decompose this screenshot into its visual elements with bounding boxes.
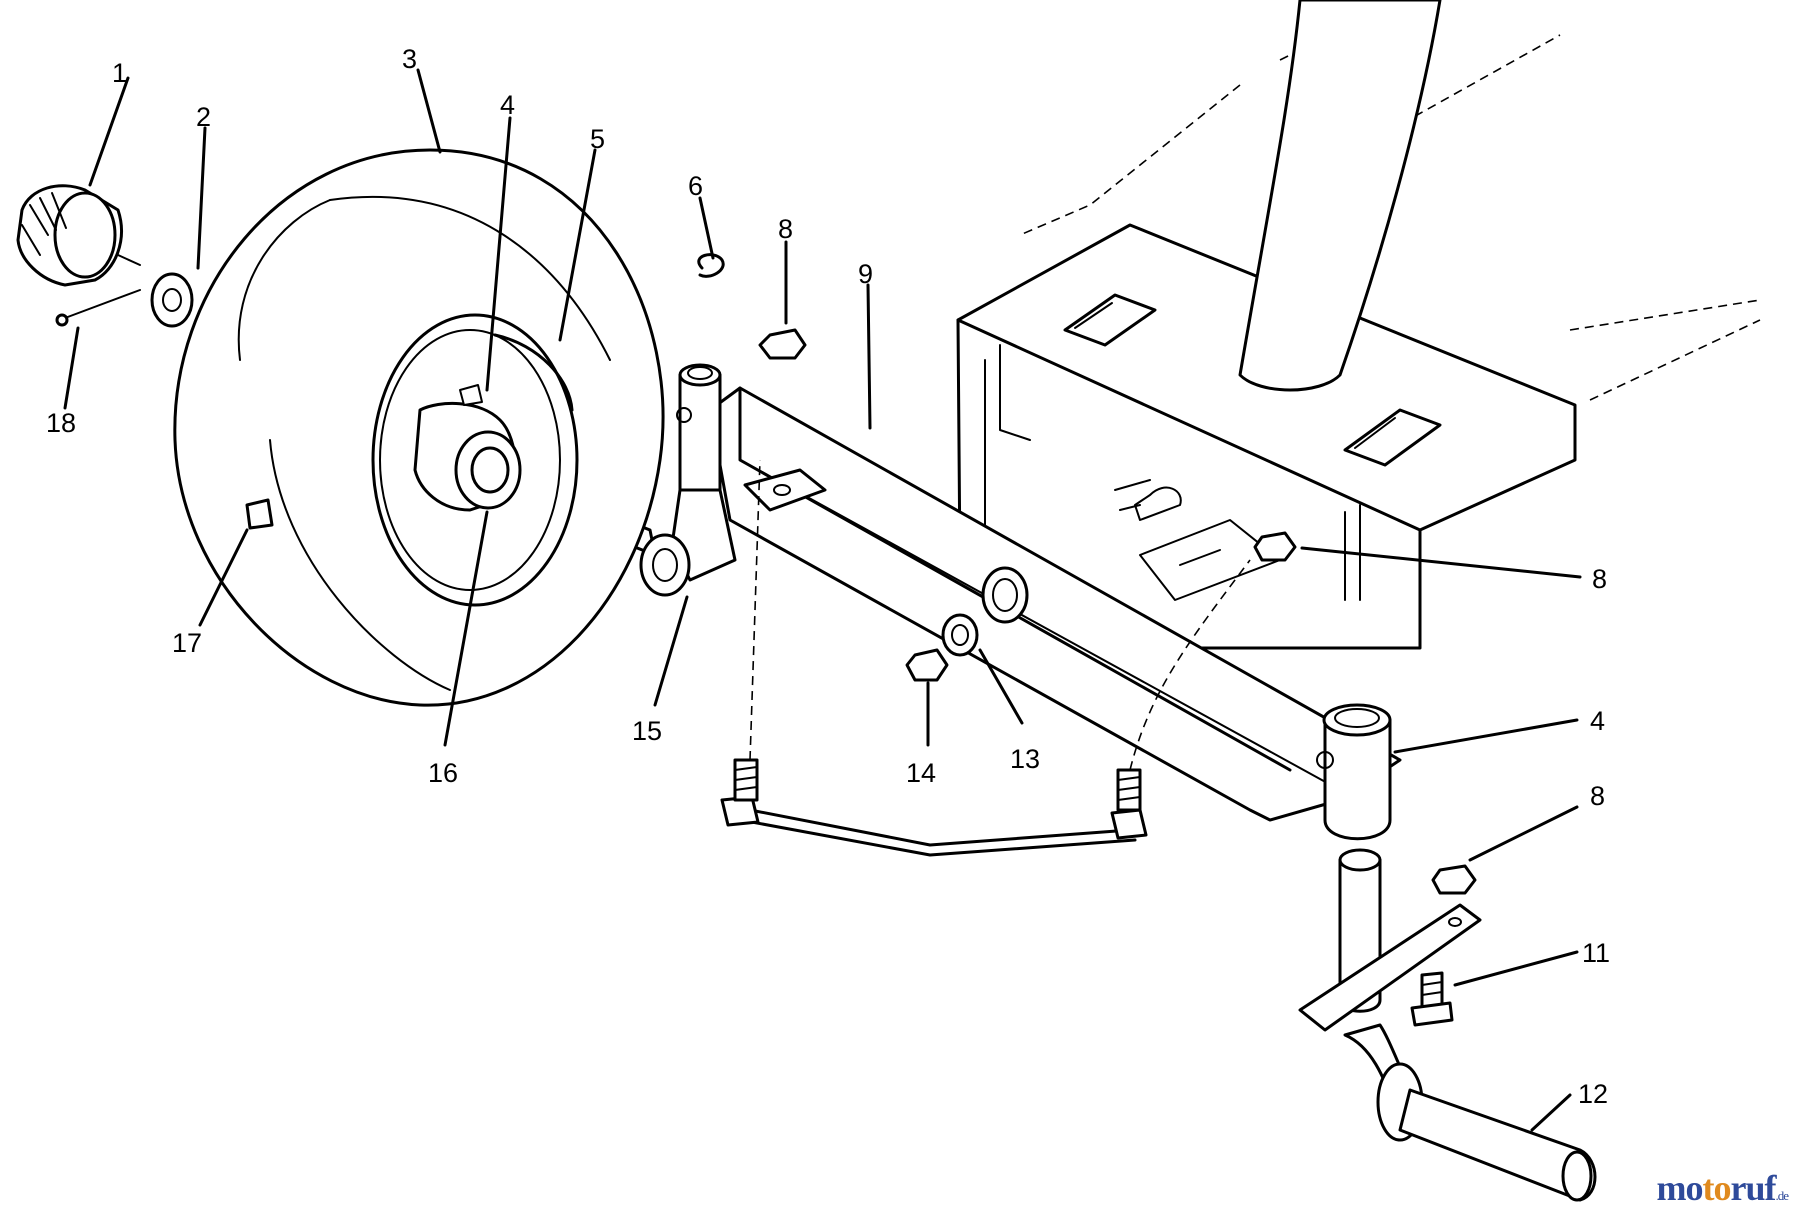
callout-5: 5 [590,124,605,154]
hub-cap [16,184,141,287]
callout-13: 13 [1010,744,1040,774]
callout-8: 8 [1590,781,1605,811]
tie-rod [720,459,1251,857]
callout-labels: 1 2 3 4 5 6 8 9 8 18 17 15 16 14 13 4 8 … [46,44,1610,1109]
callout-18: 18 [46,408,76,438]
mower-frame [956,0,1761,650]
watermark-logo: motoruf.de [1656,1167,1788,1209]
callout-6: 6 [688,171,703,201]
watermark-part-3: ruf [1730,1168,1776,1208]
callout-14: 14 [906,758,936,788]
right-spindle [1298,848,1597,1202]
callout-2: 2 [196,102,211,132]
callout-9: 9 [858,259,873,289]
front-axle-beam [676,363,1402,841]
callout-11: 11 [1582,938,1610,968]
callout-leaders [63,68,1582,1132]
callout-8: 8 [1592,564,1607,594]
callout-4: 4 [1590,706,1605,736]
callout-17: 17 [172,628,202,658]
watermark-part-1: mo [1656,1168,1703,1208]
front-wheel [173,148,665,707]
callout-3: 3 [402,44,417,74]
callout-15: 15 [632,716,662,746]
watermark-tld: .de [1775,1188,1788,1203]
watermark-part-2: to [1702,1168,1731,1208]
callout-12: 12 [1578,1079,1608,1109]
hardware [55,253,1477,1027]
callout-8: 8 [778,214,793,244]
callout-4: 4 [500,90,515,120]
callout-1: 1 [112,58,127,88]
callout-16: 16 [428,758,458,788]
